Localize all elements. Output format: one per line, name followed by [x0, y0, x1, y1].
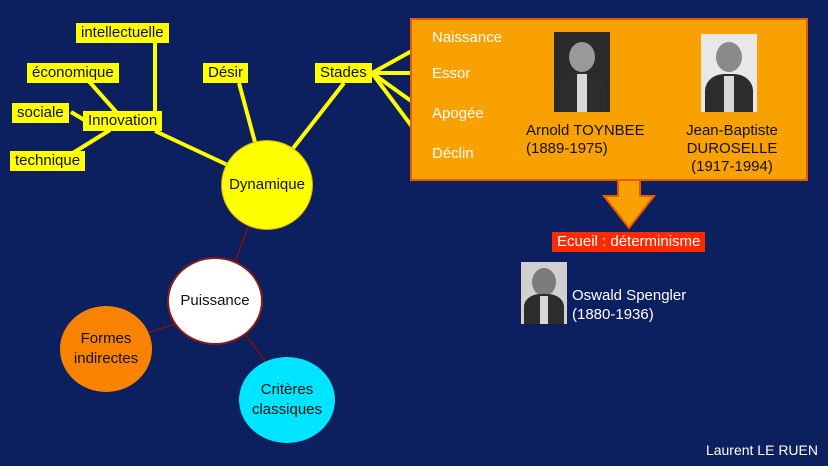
spengler-portrait: [521, 262, 567, 324]
toynbee-portrait: [554, 32, 610, 112]
desir-tag: Désir: [203, 63, 249, 83]
innovation-tag: Innovation: [83, 111, 163, 131]
toynbee-name: Arnold TOYNBEE: [526, 122, 645, 139]
sociale-tag: sociale: [12, 103, 69, 123]
intellectuelle-tag: intellectuelle: [76, 23, 169, 43]
ecueil-label: Ecueil : déterminisme: [552, 232, 706, 252]
economique-tag: économique: [27, 63, 119, 83]
duroselle-portrait: [701, 34, 757, 112]
duroselle-dates: (1917-1994): [691, 158, 773, 175]
stage-apogee: Apogée: [432, 105, 484, 122]
formes-indirectes-node: Formes indirectes: [60, 306, 152, 392]
author-credit: Laurent LE RUEN: [705, 442, 818, 458]
toynbee-dates: (1889-1975): [526, 140, 608, 157]
puissance-node: Puissance: [167, 257, 263, 345]
criteres-label-line1: Critères: [260, 381, 314, 398]
formes-label-line1: Formes: [80, 330, 132, 347]
dynamique-label: Dynamique: [229, 176, 305, 193]
duroselle-name-line2: DUROSELLE: [686, 140, 778, 157]
puissance-label: Puissance: [180, 292, 250, 309]
stage-essor: Essor: [432, 65, 471, 82]
technique-tag: technique: [10, 151, 86, 171]
formes-label-line2: indirectes: [73, 350, 139, 367]
spengler-dates: (1880-1936): [572, 306, 654, 323]
criteres-label-line2: classiques: [251, 401, 323, 418]
stage-naissance: Naissance: [432, 29, 503, 46]
spengler-name: Oswald Spengler: [572, 287, 687, 304]
stades-tag: Stades: [315, 63, 372, 83]
criteres-classiques-node: Critères classiques: [239, 357, 335, 443]
duroselle-label: Jean-Baptiste DUROSELLE (1917-1994): [662, 122, 802, 176]
spengler-label: Oswald Spengler (1880-1936): [572, 286, 686, 324]
duroselle-name-line1: Jean-Baptiste: [686, 122, 778, 139]
toynbee-label: Arnold TOYNBEE (1889-1975): [526, 122, 645, 158]
stage-declin: Déclin: [432, 145, 474, 162]
stades-box: Naissance Essor Apogée Déclin Arnold TOY…: [410, 18, 808, 181]
dynamique-node: Dynamique: [221, 140, 313, 230]
